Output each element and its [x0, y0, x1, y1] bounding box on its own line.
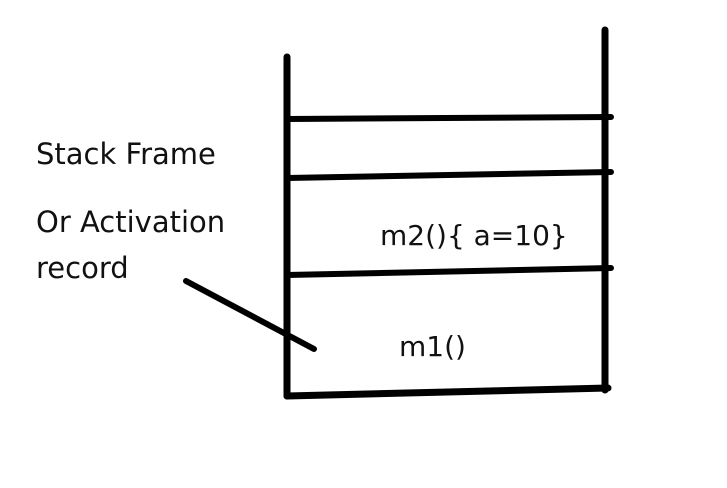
frame-m1-label: m1(): [399, 330, 466, 363]
stack-frame-label: Stack Frame: [36, 137, 216, 171]
or-activation-label: Or Activation: [36, 205, 226, 239]
stack-divider-top: [284, 114, 614, 122]
frame-m2-label: m2(){ a=10}: [380, 219, 568, 252]
pointer-line: [183, 278, 317, 352]
stack-bottom: [283, 384, 612, 400]
record-label: record: [36, 251, 129, 285]
stack-divider-lower: [284, 265, 614, 278]
stack-divider-middle: [284, 169, 614, 181]
